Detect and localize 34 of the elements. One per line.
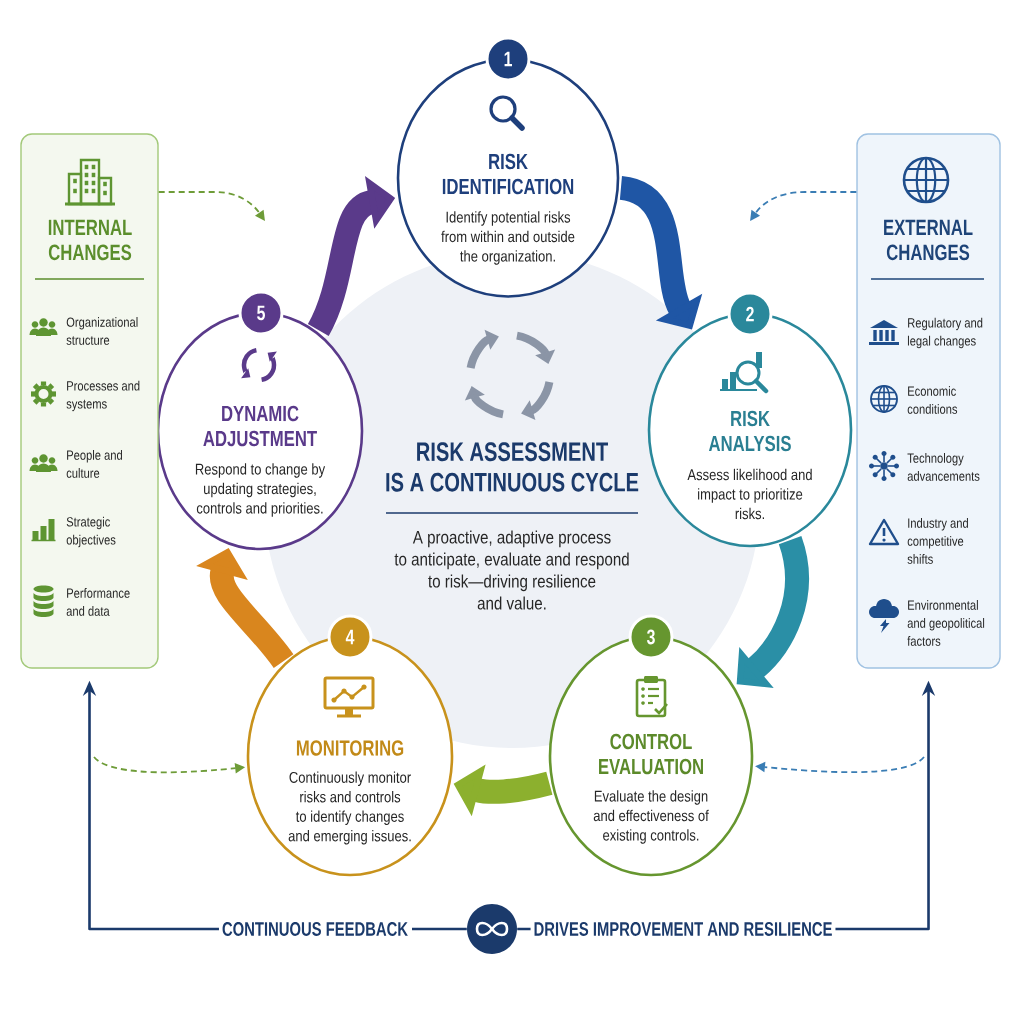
panel-heading: INTERNAL CHANGES xyxy=(48,219,132,261)
step-title: MONITORING xyxy=(296,740,404,756)
list-item: People and culture xyxy=(66,450,122,478)
list-item: Technology advancements xyxy=(907,453,980,481)
edge-label: CONTINUOUS FEEDBACK xyxy=(218,919,412,939)
panel-heading: EXTERNAL CHANGES xyxy=(884,219,973,261)
step-title: RISK ANALYSIS xyxy=(708,410,791,452)
step-description: Continuously monitor risks and controls to identify changes and emerging issues. xyxy=(288,771,411,845)
dashed-arrow xyxy=(750,191,858,221)
list-item: Environmental and geopolitical factors xyxy=(907,600,985,646)
step-description: Identify potential risks from within and outside the organization. xyxy=(441,211,575,265)
step-title: CONTROL EVALUATION xyxy=(599,733,703,775)
dashed-arrow xyxy=(157,191,265,221)
list-item: Industry and competitive shifts xyxy=(907,518,968,564)
step-number: 4 xyxy=(327,614,373,660)
step-description: Respond to change by updating strategies, controls and priorities. xyxy=(195,463,326,517)
step-number: 1 xyxy=(485,36,531,82)
list-item: Regulatory and legal changes xyxy=(907,317,983,349)
step-description: Assess likelihood and impact to prioritize risks. xyxy=(687,468,812,520)
step-number: 2 xyxy=(727,291,773,337)
step-number: 3 xyxy=(628,614,674,660)
list-item: Strategic objectives xyxy=(66,516,116,548)
edge-label: DRIVES IMPROVEMENT AND RESILIENCE xyxy=(530,919,836,939)
description: A proactive, adaptive process to anticipate, evaluate and respond to risk—driving resilience and value. xyxy=(394,530,629,610)
step-description: Evaluate the design and effectiveness of existing controls. xyxy=(593,790,709,844)
list-item: Economic conditions xyxy=(907,386,958,414)
title: RISK ASSESSMENT IS A CONTINUOUS CYCLE xyxy=(386,442,639,492)
step-number: 5 xyxy=(238,290,284,336)
infinity-icon xyxy=(467,904,517,954)
step-title: DYNAMIC ADJUSTMENT xyxy=(203,405,317,447)
list-item: Processes and systems xyxy=(66,380,140,412)
list-item: Organizational structure xyxy=(66,317,138,345)
list-item: Performance and data xyxy=(66,588,130,616)
step-title: RISK IDENTIFICATION xyxy=(442,153,574,195)
